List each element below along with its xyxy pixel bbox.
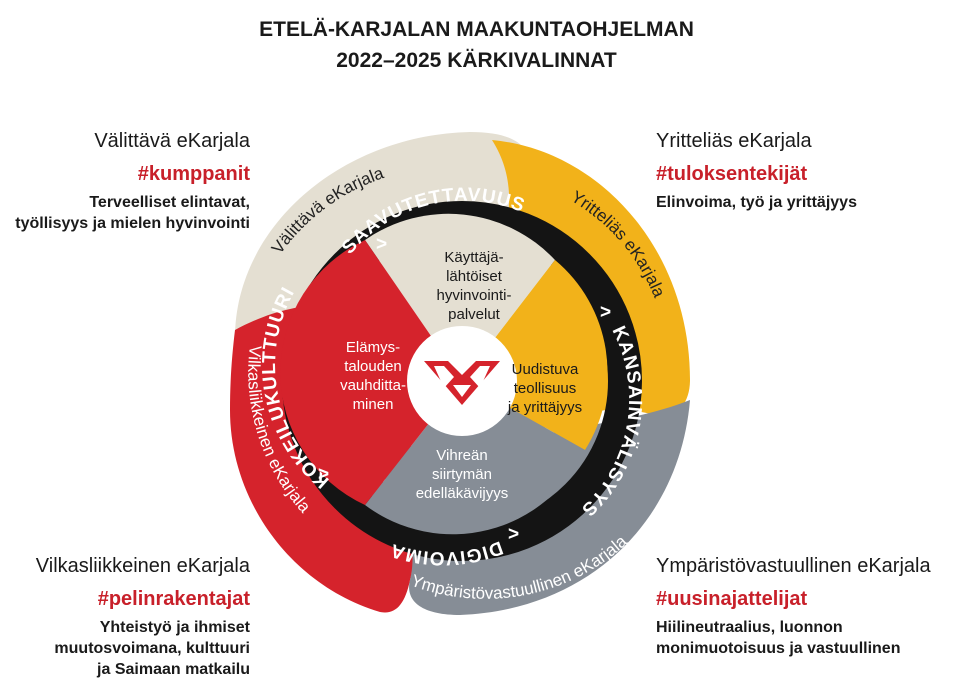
corner-hashtag: #uusinajattelijat — [656, 588, 808, 610]
desc-line: työllisyys ja mielen hyvinvointi — [15, 215, 250, 232]
inner-label-right: Uudistuva teollisuus ja yrittäjyys — [507, 361, 582, 416]
corner-name: Välittävä eKarjala — [94, 130, 250, 152]
svg-text:lähtöiset: lähtöiset — [446, 268, 503, 285]
corner-description: Terveelliset elintavat, työllisyys ja mi… — [0, 192, 250, 234]
desc-line: ja Saimaan matkailu — [97, 661, 250, 678]
svg-text:hyvinvointi-: hyvinvointi- — [436, 287, 511, 304]
corner-hashtag: #tuloksentekijät — [656, 163, 808, 185]
corner-description: Hiilineutraalius, luonnon monimuotoisuus… — [656, 617, 953, 659]
corner-name: Ympäristövastuullinen eKarjala — [656, 555, 931, 577]
svg-text:siirtymän: siirtymän — [432, 466, 492, 483]
svg-text:teollisuus: teollisuus — [514, 380, 577, 397]
corner-yrittelias: Yritteliäs eKarjala #tuloksentekijät Eli… — [656, 128, 936, 213]
desc-line: monimuotoisuus ja vastuullinen — [656, 640, 901, 657]
diagram-title: ETELÄ-KARJALAN MAAKUNTAOHJELMAN 2022–202… — [0, 14, 953, 76]
svg-text:talouden: talouden — [344, 358, 402, 375]
corner-description: Yhteistyö ja ihmiset muutosvoimana, kult… — [0, 617, 250, 680]
ring-arrow: > — [376, 234, 388, 255]
corner-ymparistovastuullinen: Ympäristövastuullinen eKarjala #uusinaja… — [656, 553, 953, 659]
corner-hashtag: #pelinrakentajat — [97, 588, 250, 610]
svg-text:edelläkävijyys: edelläkävijyys — [416, 485, 509, 502]
ring-arrow: > — [600, 302, 612, 323]
desc-line: Hiilineutraalius, luonnon — [656, 619, 843, 636]
svg-text:vauhditta-: vauhditta- — [340, 377, 406, 394]
region-logo-icon — [424, 361, 500, 405]
desc-line: muutosvoimana, kulttuuri — [54, 640, 250, 657]
svg-text:Elämys-: Elämys- — [346, 339, 400, 356]
ring-arrow: > — [508, 524, 520, 545]
inner-label-left: Elämys- talouden vauhditta- minen — [340, 339, 406, 413]
svg-text:Vihreän: Vihreän — [436, 447, 487, 464]
corner-description: Elinvoima, työ ja yrittäjyys — [656, 192, 936, 213]
svg-text:Uudistuva: Uudistuva — [512, 361, 579, 378]
corner-name: Vilkasliikkeinen eKarjala — [35, 555, 250, 577]
svg-text:palvelut: palvelut — [448, 306, 501, 323]
inner-label-bottom: Vihreän siirtymän edelläkävijyys — [416, 447, 509, 502]
corner-valittava: Välittävä eKarjala #kumppanit Terveellis… — [0, 128, 250, 234]
inner-label-top: Käyttäjä- lähtöiset hyvinvointi- palvelu… — [436, 249, 511, 323]
inner-quadrants — [280, 213, 608, 535]
corner-hashtag: #kumppanit — [137, 163, 250, 185]
svg-text:minen: minen — [353, 396, 394, 413]
svg-text:Käyttäjä-: Käyttäjä- — [444, 249, 503, 266]
title-line-1: ETELÄ-KARJALAN MAAKUNTAOHJELMAN — [259, 18, 694, 41]
title-line-2: 2022–2025 KÄRKIVALINNAT — [336, 49, 617, 72]
svg-text:ja yrittäjyys: ja yrittäjyys — [507, 399, 582, 416]
corner-name: Yritteliäs eKarjala — [656, 130, 812, 152]
desc-line: Elinvoima, työ ja yrittäjyys — [656, 194, 857, 211]
desc-line: Terveelliset elintavat, — [89, 194, 250, 211]
corner-vilkasliikkeinen: Vilkasliikkeinen eKarjala #pelinrakentaj… — [0, 553, 250, 680]
ring-arrow: > — [318, 464, 330, 485]
desc-line: Yhteistyö ja ihmiset — [99, 619, 250, 636]
